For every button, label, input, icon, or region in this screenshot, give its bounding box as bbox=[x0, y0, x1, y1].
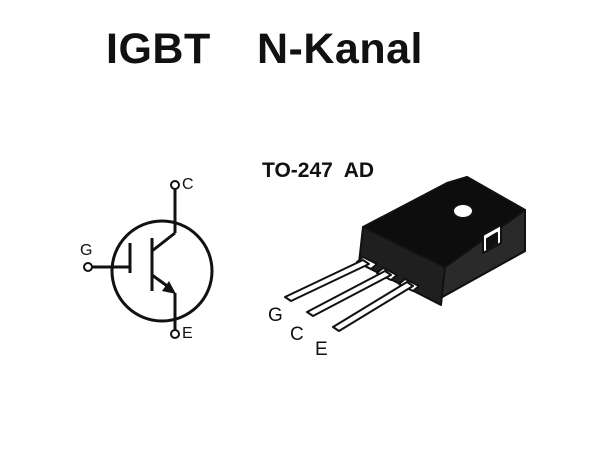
gate-lead-pin bbox=[284, 259, 370, 302]
package-front-face bbox=[358, 226, 446, 306]
emitter-terminal bbox=[170, 329, 180, 339]
emitter-lead-pin bbox=[332, 281, 414, 332]
channel-title: N-Kanal bbox=[257, 25, 423, 73]
device-label-collector: C bbox=[290, 324, 304, 345]
symbol-label-collector: C bbox=[182, 176, 194, 193]
side-notch-inner bbox=[486, 232, 498, 250]
device-title: IGBT bbox=[106, 25, 211, 73]
igbt-symbol-icon bbox=[83, 180, 214, 339]
gate-terminal bbox=[83, 262, 93, 272]
symbol-label-emitter: E bbox=[182, 325, 193, 342]
symbol-label-gate: G bbox=[80, 242, 93, 259]
mounting-hole bbox=[452, 203, 474, 219]
device-label-emitter: E bbox=[315, 339, 328, 360]
symbol-circle bbox=[110, 219, 214, 323]
collector-terminal bbox=[170, 180, 180, 190]
to247-package-icon bbox=[284, 176, 526, 332]
emitter-arrow bbox=[162, 281, 176, 294]
device-label-gate: G bbox=[268, 305, 283, 326]
collector-diagonal bbox=[151, 231, 176, 253]
package-label: TO-247 AD bbox=[262, 159, 375, 182]
collector-lead-pin bbox=[306, 270, 392, 317]
